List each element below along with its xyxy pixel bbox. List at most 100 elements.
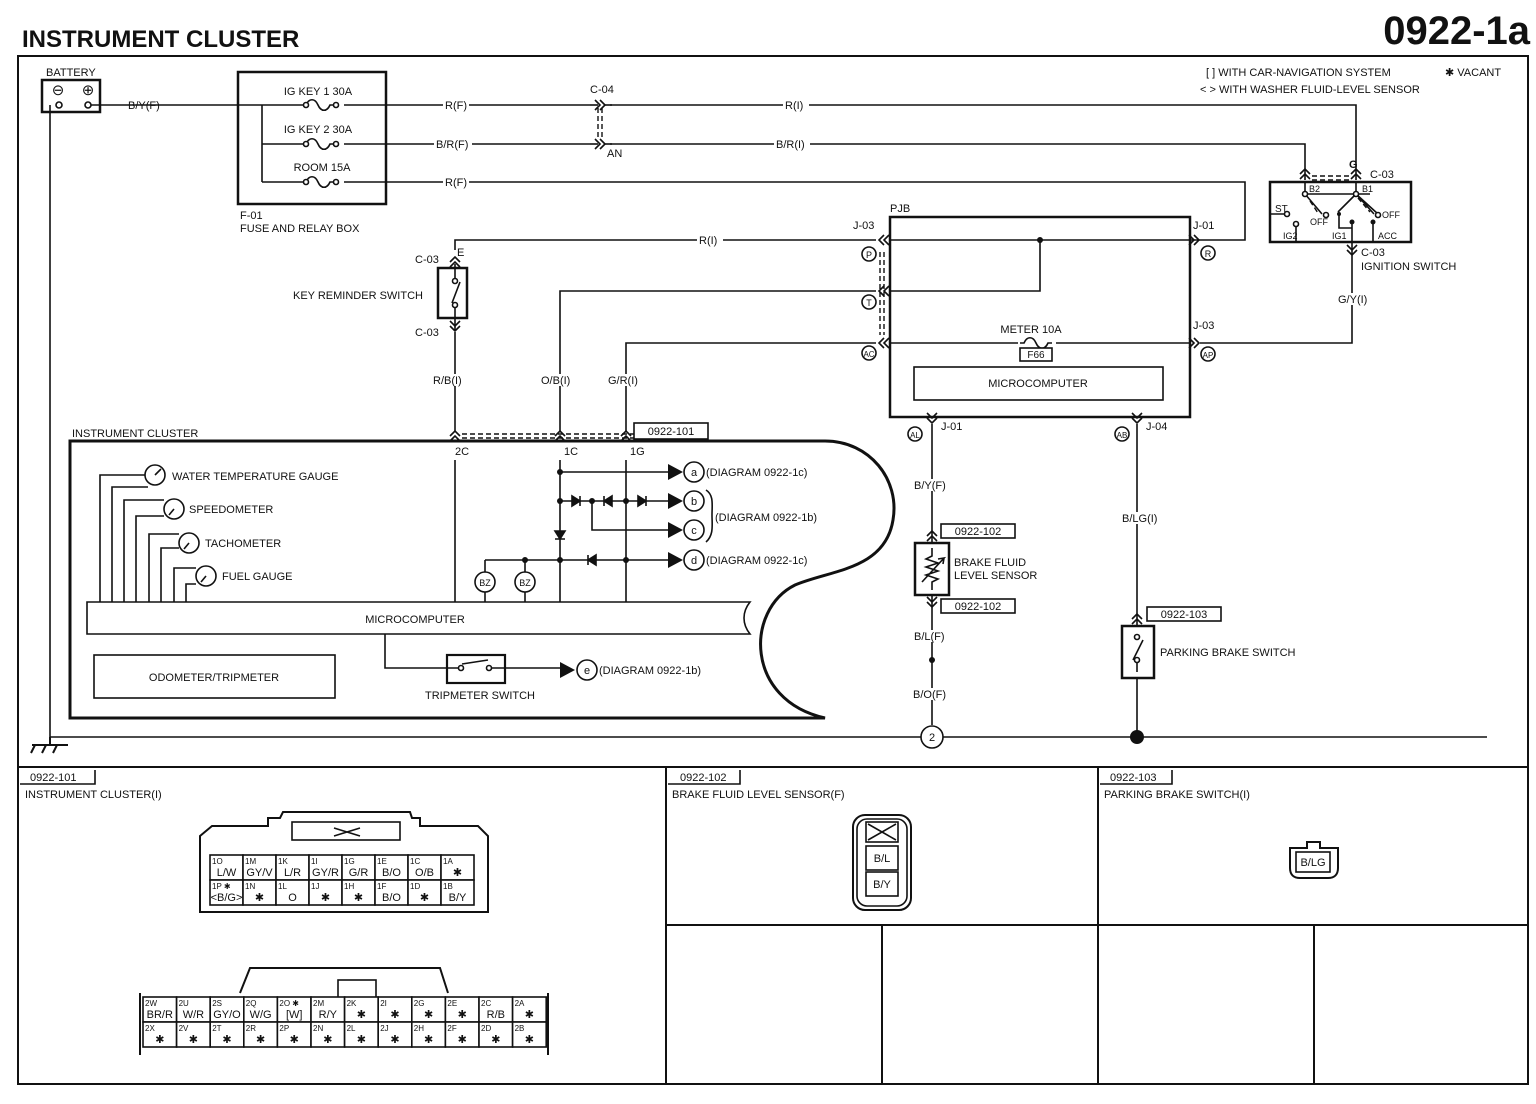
pin-number: 1A [443,857,453,866]
diagram-ref-link[interactable]: (DIAGRAM 0922-1c) [706,555,807,567]
pin-wire-color: B/Y [449,892,467,904]
speedometer: SPEEDOMETER [189,504,273,516]
buzzer-label: BZ [519,578,531,588]
power-wires [386,104,1357,241]
connector-0922-101: 0922-101 INSTRUMENT CLUSTER(I) 1OL/W1MGY… [20,770,549,1055]
wire-label: B/Y(F) [914,480,946,492]
pin-cell [377,1021,413,1048]
pin-wire-color: ✱ [255,892,264,904]
pin-wire-color: ✱ [357,1034,366,1046]
pin-cell [440,879,475,906]
brake-sensor-label: LEVEL SENSOR [954,570,1037,582]
output-a: a [691,467,698,479]
pin-wire-color: ✱ [525,1034,534,1046]
pin-number: 2K [347,999,357,1008]
pin-number: 2V [179,1024,189,1033]
pin-ab: AB [1117,431,1128,440]
pjb: PJB METER 10A F66 MICROCOMPUTER J-03 J-0… [853,203,1216,442]
pin-number: 1J [311,882,319,891]
pin-label: OFF [1382,210,1400,220]
fuse-label: IG KEY 1 30A [284,86,353,98]
pin-number: 2T [212,1024,221,1033]
pin-number: 1E [377,857,387,866]
connector-label: C-03 [415,327,439,339]
pin-wire-color: L/W [217,867,237,879]
battery-plus-icon: ⊕ [82,82,95,99]
connector-id: 0922-102 [680,772,727,784]
diagram-ref-link[interactable]: (DIAGRAM 0922-1c) [706,467,807,479]
diode-icon [602,494,613,508]
meter-feed-wire [1200,242,1353,344]
pin-cell [142,996,178,1023]
pin-wire-color: ✱ [390,1034,399,1046]
connector-grid [665,767,1528,1084]
pin-wire-color: [W] [286,1009,303,1021]
ground-id: 2 [929,732,935,744]
buzzer-icon [474,571,496,593]
pin-number: 2L [347,1024,356,1033]
output-b: b [691,496,697,508]
pin-ac: AC [863,350,874,359]
pin-wire-color: ✱ [491,1034,500,1046]
pin-p: P [866,250,872,260]
pin-number: 1O [212,857,223,866]
diagram-ref-link[interactable]: (DIAGRAM 0922-1b) [599,665,701,677]
pin-cell [175,996,212,1023]
pin-number: 1C [410,857,420,866]
diagram-frame [17,55,1529,1085]
pin-label: OFF [1310,217,1328,227]
pin-cell [275,854,310,881]
diode-icon [637,494,648,508]
key-reminder-switch: E C-03 KEY REMINDER SWITCH C-03 [293,247,469,339]
key-reminder-switch-label: KEY REMINDER SWITCH [293,290,423,302]
wire-label: B/Y(F) [128,100,160,112]
cluster-connector-label: 0922-101 [648,426,695,438]
pin-wire-color: ✱ [189,1034,198,1046]
pin-number: 2R [246,1024,256,1033]
pin-wire-color: GY/O [213,1009,241,1021]
buzzer-icon [514,571,536,593]
pin-cell [209,996,245,1023]
pin-cell [374,854,409,881]
legend-washer: < > WITH WASHER FLUID-LEVEL SENSOR [1200,84,1420,96]
ground-point [920,725,944,749]
pin-wire-color: ✱ [390,1009,399,1021]
brake-sensor-label: BRAKE FLUID [954,557,1026,569]
pin-number: 2D [481,1024,491,1033]
pin-label: B2 [1309,184,1320,194]
pin-cell [310,1021,346,1048]
ignition-connector: C-03 [1361,247,1385,259]
wire-label: R(I) [699,235,717,247]
pin-cell [374,879,409,906]
pin-wire-color: L/R [284,867,301,879]
battery-minus-icon: ⊖ [52,82,65,99]
gauge-needle-icon [200,575,207,583]
ground-icon [30,737,68,754]
pin-number: 1B [443,882,453,891]
pin-number: 2M [313,999,324,1008]
pin-wire-color: W/R [183,1009,204,1021]
diagram-ref-link[interactable]: (DIAGRAM 0922-1b) [715,512,817,524]
wire-label: B/R(F) [436,139,468,151]
wire-label: B/O(F) [913,689,946,701]
pin-label: IG2 [1283,231,1298,241]
connector-id: 0922-101 [30,772,77,784]
pin-number: 2A [515,999,525,1008]
pin-wire-color: O [288,892,297,904]
connector-title: PARKING BRAKE SWITCH(I) [1104,789,1250,801]
pin-number: 1I [311,857,318,866]
pin-wire-color: R/Y [319,1009,338,1021]
wire-label: B/R(I) [776,139,805,151]
cluster-microcomputer: MICROCOMPUTER [365,614,465,626]
output-d: d [691,555,697,567]
wire-label: R/B(I) [433,375,462,387]
pin-cell [209,879,244,906]
pin-wire-color: ✱ [321,892,330,904]
arrow-icon [668,464,683,568]
pin-wire-color: O/B [415,867,434,879]
pin-wire-color: R/B [487,1009,505,1021]
pin-label: IG1 [1332,231,1347,241]
fuse-label: IG KEY 2 30A [284,124,353,136]
pin-label: B1 [1362,184,1373,194]
